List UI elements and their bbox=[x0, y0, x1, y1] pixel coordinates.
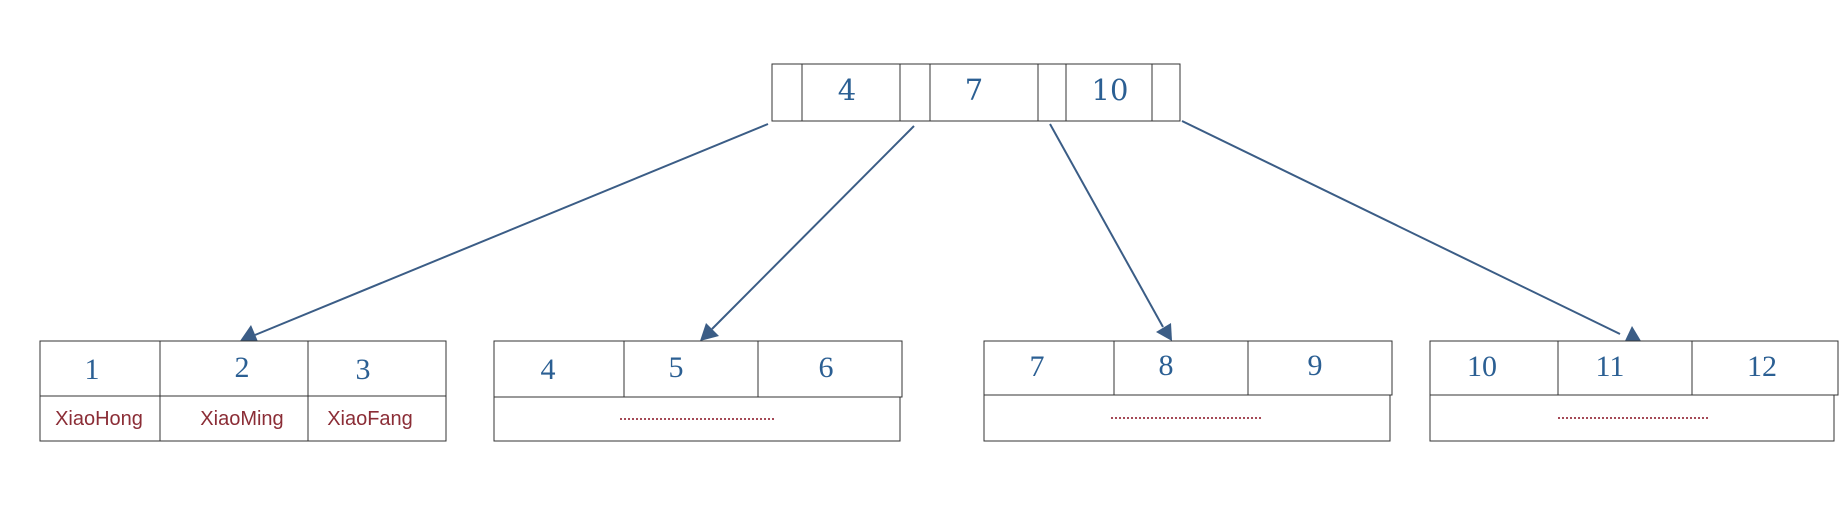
leaf-key: 1 bbox=[85, 353, 100, 386]
leaf-key-cell bbox=[1247, 340, 1393, 396]
leaf-key-cell bbox=[39, 340, 161, 397]
leaf-key: 9 bbox=[1308, 349, 1323, 382]
leaf-key: 8 bbox=[1159, 349, 1174, 382]
leaf-key: 7 bbox=[1030, 350, 1045, 383]
leaf-value-cell bbox=[307, 395, 447, 442]
root-pointer-cell bbox=[899, 63, 931, 122]
arrowhead-icon bbox=[1156, 323, 1172, 341]
tree-edges bbox=[240, 120, 1641, 344]
root-node: 4 7 10 bbox=[771, 63, 1181, 122]
leaf-value: XiaoHong bbox=[55, 408, 143, 430]
leaf-key: 5 bbox=[669, 351, 684, 384]
edge-root-to-leaf-2 bbox=[711, 125, 915, 330]
leaf-key: 3 bbox=[356, 353, 371, 386]
leaf-key-cell bbox=[1691, 340, 1839, 396]
arrowhead-icon bbox=[240, 325, 259, 344]
leaf-value: XiaoFang bbox=[327, 408, 413, 430]
root-pointer-cell bbox=[771, 63, 803, 122]
edge-root-to-leaf-4 bbox=[1181, 120, 1621, 335]
leaf-key-cell bbox=[983, 340, 1115, 396]
leaf-key: 4 bbox=[541, 353, 556, 386]
leaf-value-cell bbox=[39, 395, 161, 442]
root-key-cell bbox=[929, 63, 1039, 122]
root-key-cell bbox=[801, 63, 901, 122]
leaf-key-cell bbox=[623, 340, 759, 398]
leaf-node-1: 1 2 3 XiaoHong XiaoMing XiaoFang bbox=[39, 340, 447, 442]
root-pointer-cell bbox=[1037, 63, 1067, 122]
edge-root-to-leaf-3 bbox=[1049, 123, 1164, 328]
leaf-key-cell bbox=[493, 340, 625, 398]
leaf-key: 2 bbox=[235, 351, 250, 384]
leaf-key: 10 bbox=[1467, 350, 1497, 383]
leaf-key-cell bbox=[159, 340, 309, 397]
root-key: 7 bbox=[965, 73, 983, 107]
root-key: 10 bbox=[1092, 73, 1129, 107]
leaf-key: 6 bbox=[819, 351, 834, 384]
leaf-key: 12 bbox=[1747, 350, 1777, 383]
leaf-node-2: 4 5 6 bbox=[493, 340, 903, 442]
root-pointer-cell bbox=[1151, 63, 1181, 122]
edge-root-to-leaf-1 bbox=[254, 123, 769, 336]
leaf-key-cell bbox=[757, 340, 903, 398]
arrowhead-icon bbox=[1624, 326, 1641, 343]
leaf-key: 11 bbox=[1596, 350, 1625, 383]
leaf-value: XiaoMing bbox=[200, 408, 283, 430]
leaf-value-cell bbox=[493, 396, 901, 442]
root-key-cell bbox=[1065, 63, 1153, 122]
leaf-key-cell bbox=[1429, 340, 1559, 396]
leaf-key-cell bbox=[1113, 340, 1249, 396]
leaf-key-cell bbox=[1557, 340, 1693, 396]
root-key: 4 bbox=[838, 73, 856, 107]
leaf-node-4: 10 11 12 bbox=[1429, 340, 1839, 442]
leaf-node-3: 7 8 9 bbox=[983, 340, 1393, 442]
arrowhead-icon bbox=[700, 323, 719, 341]
leaf-key-cell bbox=[307, 340, 447, 397]
